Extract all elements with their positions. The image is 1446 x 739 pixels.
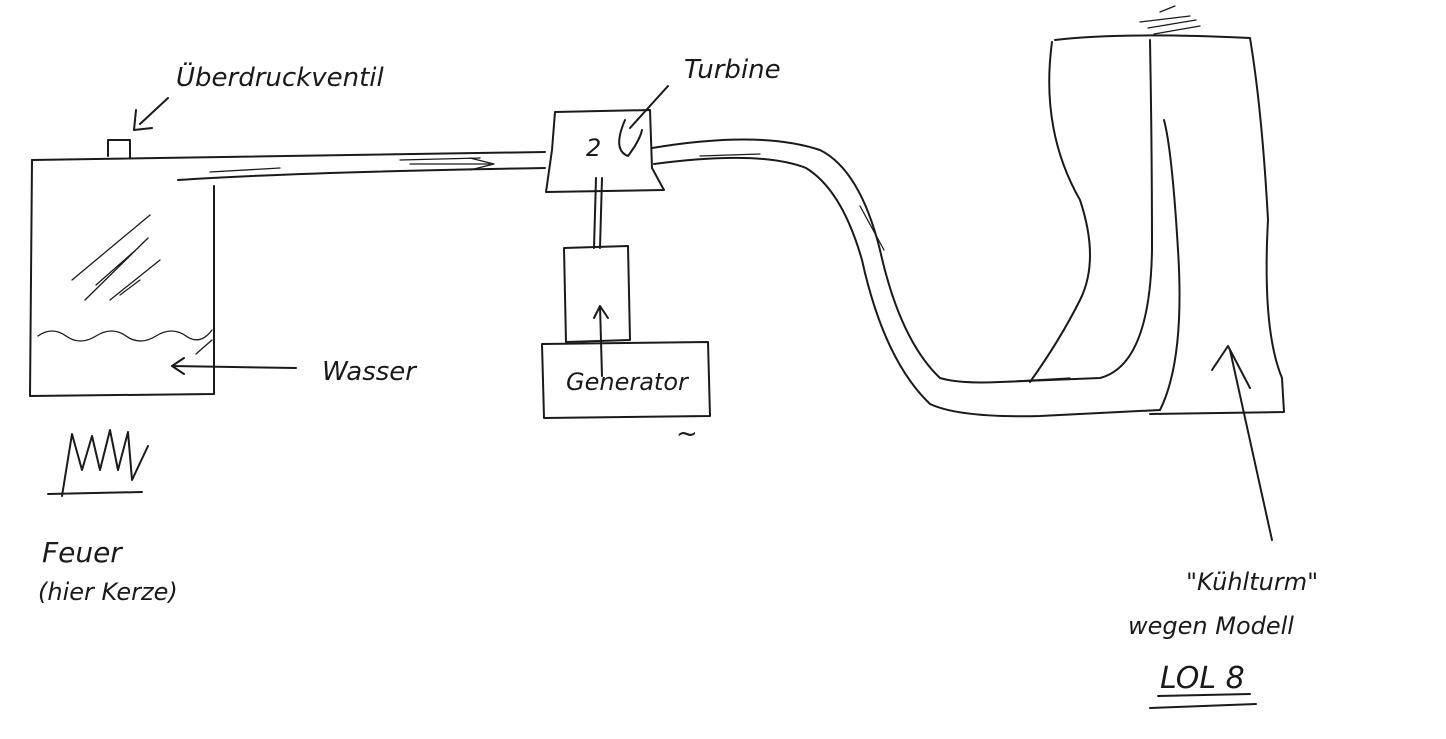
- generator-arrow: [593, 305, 609, 377]
- water-surface: [37, 329, 213, 342]
- pressure-valve: [107, 97, 169, 159]
- tower-pointer: [1211, 345, 1273, 541]
- water-arrow: [171, 357, 297, 375]
- lol-underline: [1149, 693, 1257, 709]
- turbine-stage-label: 2: [586, 134, 601, 162]
- flame-icon: [47, 429, 149, 497]
- valve-arrow: [133, 97, 169, 131]
- tower-note-label: wegen Modell: [1128, 612, 1294, 640]
- boiler: [29, 151, 546, 397]
- steam-pipe: [177, 157, 546, 181]
- turbine: [545, 85, 669, 193]
- valve-label: Überdruckventil: [176, 61, 385, 93]
- glass-hatching: [71, 214, 161, 301]
- generator: [541, 245, 711, 419]
- turbine-arrow: [618, 119, 643, 157]
- water-tick: [195, 339, 213, 355]
- shaft: [593, 177, 603, 249]
- tower-label: "Kühlturm": [1186, 568, 1318, 596]
- generator-label: Generator: [566, 368, 690, 396]
- fire-label: Feuer: [42, 536, 123, 569]
- fire-note-label: (hier Kerze): [38, 578, 178, 606]
- lol-label: LOL 8: [1160, 661, 1245, 696]
- ac-symbol-label: ~: [676, 419, 698, 449]
- cooling-tower: [1029, 5, 1285, 541]
- cooling-pipe: [651, 39, 1181, 418]
- water-label: Wasser: [322, 357, 418, 387]
- turbine-label: Turbine: [684, 55, 781, 85]
